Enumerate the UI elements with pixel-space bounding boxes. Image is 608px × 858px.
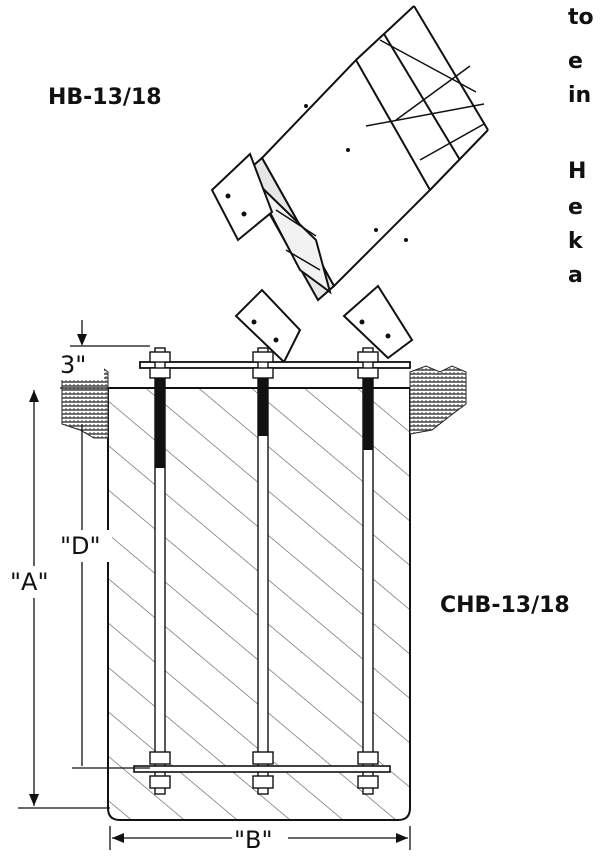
base-plate — [139, 361, 411, 369]
cropped-text-line: k — [568, 229, 584, 254]
width-b-label: "B" — [234, 826, 273, 854]
cropped-text-line: e — [568, 49, 583, 74]
anchor-bolt — [252, 347, 274, 795]
depth-a-label: "A" — [10, 568, 49, 596]
bottom-template-plate — [133, 765, 391, 773]
top-spacing-label: 3" — [60, 351, 86, 379]
cropped-text-line: a — [568, 263, 583, 288]
cropped-text-line: H — [568, 159, 586, 184]
cropped-text-line: to — [568, 5, 594, 30]
anchor-bolt — [357, 347, 379, 795]
anchor-bolts — [149, 347, 379, 795]
cropped-text-line: in — [568, 83, 591, 108]
cropped-paragraph: to e in H e k a — [568, 5, 594, 288]
anchor-bolt — [149, 347, 171, 795]
embed-d-label: "D" — [60, 532, 101, 560]
tower-section-icon — [210, 5, 489, 364]
cropped-text-line: e — [568, 195, 583, 220]
concrete-model-label: CHB-13/18 — [440, 593, 570, 618]
soil-crosshatch-icon — [61, 365, 467, 439]
base-model-label: HB-13/18 — [48, 85, 162, 110]
